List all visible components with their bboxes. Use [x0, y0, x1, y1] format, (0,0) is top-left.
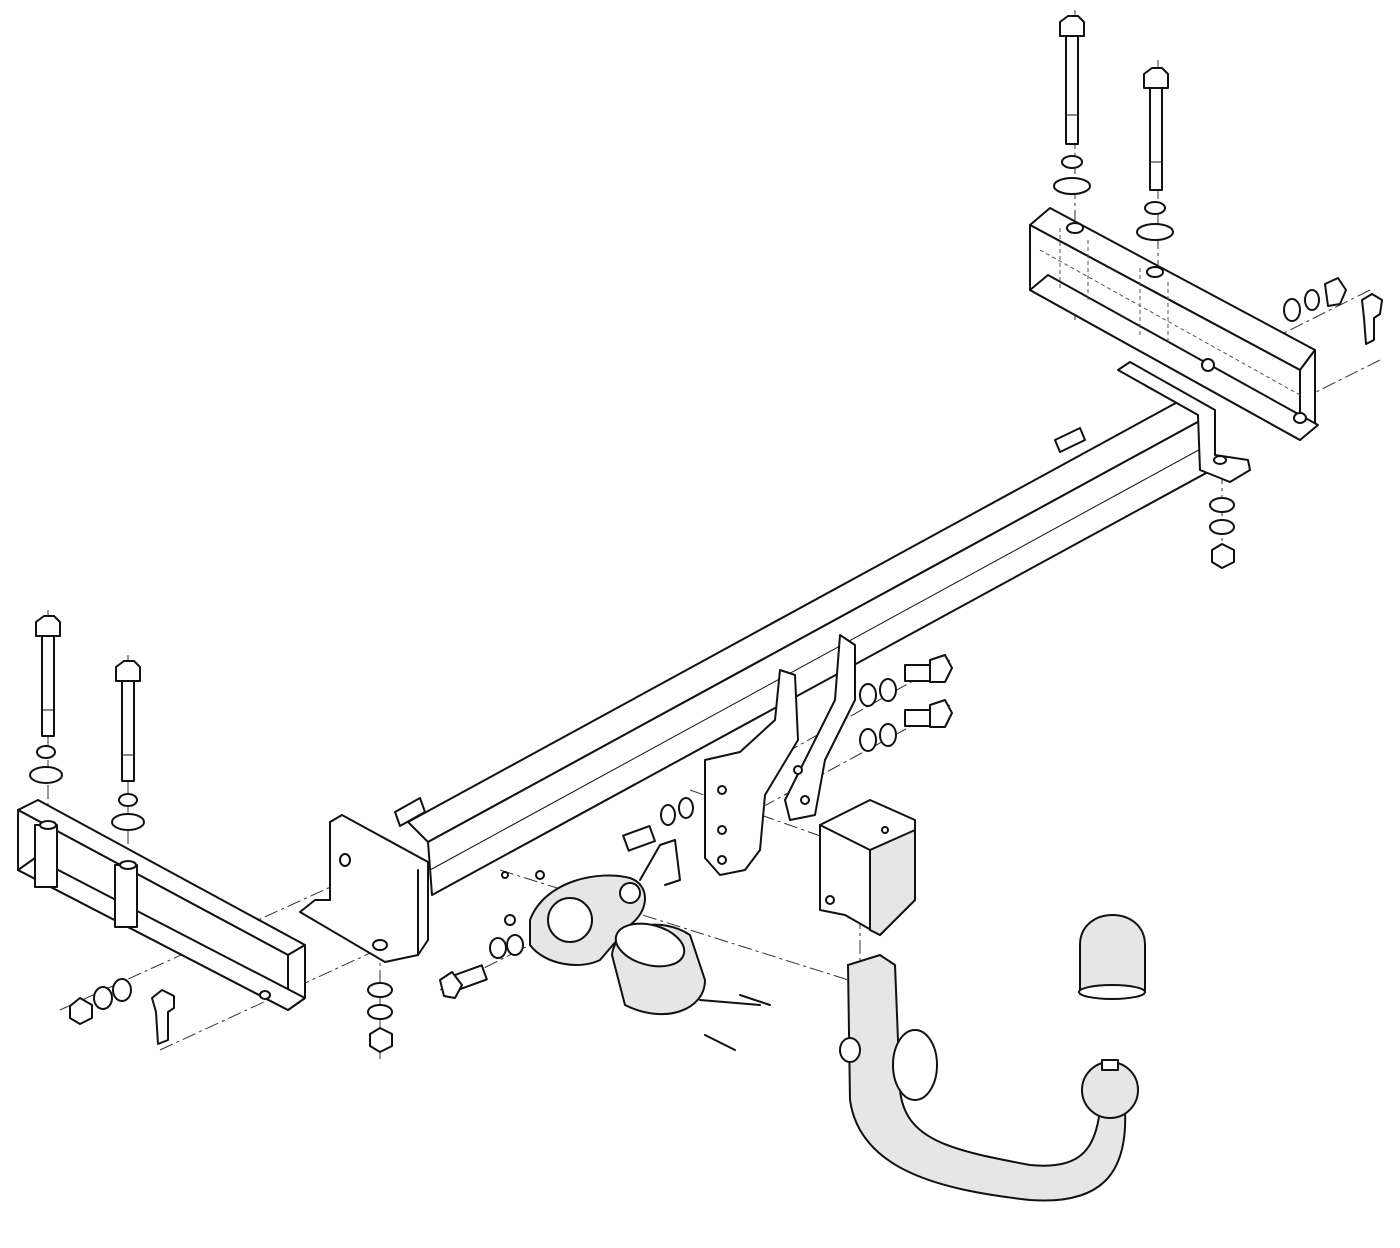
detachable-tow-ball-neck	[839, 953, 1139, 1202]
tow-ball-cap	[1078, 914, 1146, 1000]
crossbar-beam	[299, 361, 1251, 963]
left-mounting-bracket	[17, 799, 306, 1011]
left-bolts	[29, 615, 393, 1053]
right-mounting-bracket	[1029, 207, 1319, 441]
centerlines	[47, 10, 1381, 1060]
right-bolts	[1053, 15, 1383, 569]
electrical-socket	[610, 922, 771, 1051]
receiver-mounting-plates	[704, 634, 856, 876]
receiver-socket	[819, 799, 916, 937]
receiver-bolts	[622, 654, 953, 852]
socket-plate	[439, 839, 681, 999]
